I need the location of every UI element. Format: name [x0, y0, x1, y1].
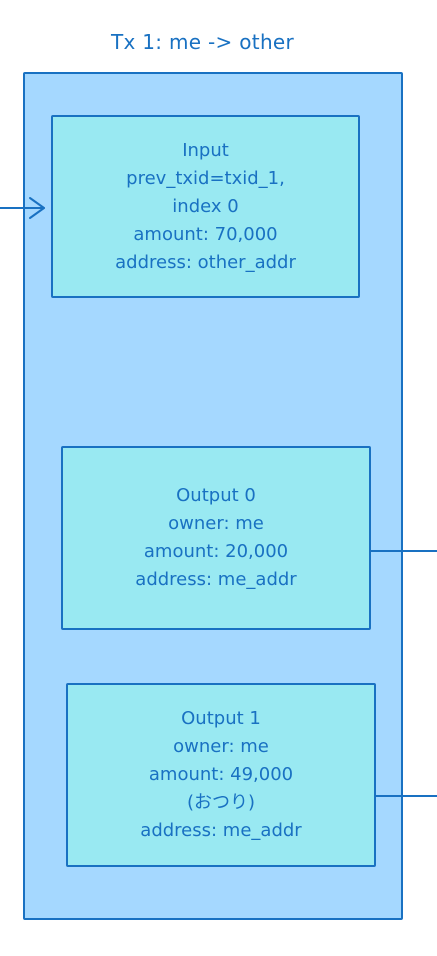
input-prev-txid: prev_txid=txid_1, [126, 167, 285, 189]
input-index: index 0 [172, 195, 239, 217]
input-amount: amount: 70,000 [133, 223, 278, 245]
output-1-owner: owner: me [173, 736, 269, 757]
output-0-amount: amount: 20,000 [143, 541, 289, 562]
input-box: Input prev_txid=txid_1, index 0 amount: … [51, 115, 360, 298]
output-1-change-note: (おつり) [186, 792, 256, 813]
output-0-heading: Output 0 [176, 485, 256, 506]
output-1-box: Output 1 owner: me amount: 49,000 (おつり) … [66, 683, 376, 867]
diagram-title: Tx 1: me -> other [110, 30, 295, 54]
output-1-amount: amount: 49,000 [148, 764, 294, 785]
output-0-box: Output 0 owner: me amount: 20,000 addres… [61, 446, 371, 630]
input-heading: Input [182, 139, 229, 161]
input-address: address: other_addr [115, 251, 296, 273]
incoming-arrow [0, 197, 45, 219]
incoming-arrow-head [29, 197, 45, 219]
output-1-address: address: me_addr [140, 820, 302, 841]
output-0-owner: owner: me [168, 513, 264, 534]
output-0-address: address: me_addr [135, 569, 297, 590]
output-1-heading: Output 1 [181, 708, 261, 729]
